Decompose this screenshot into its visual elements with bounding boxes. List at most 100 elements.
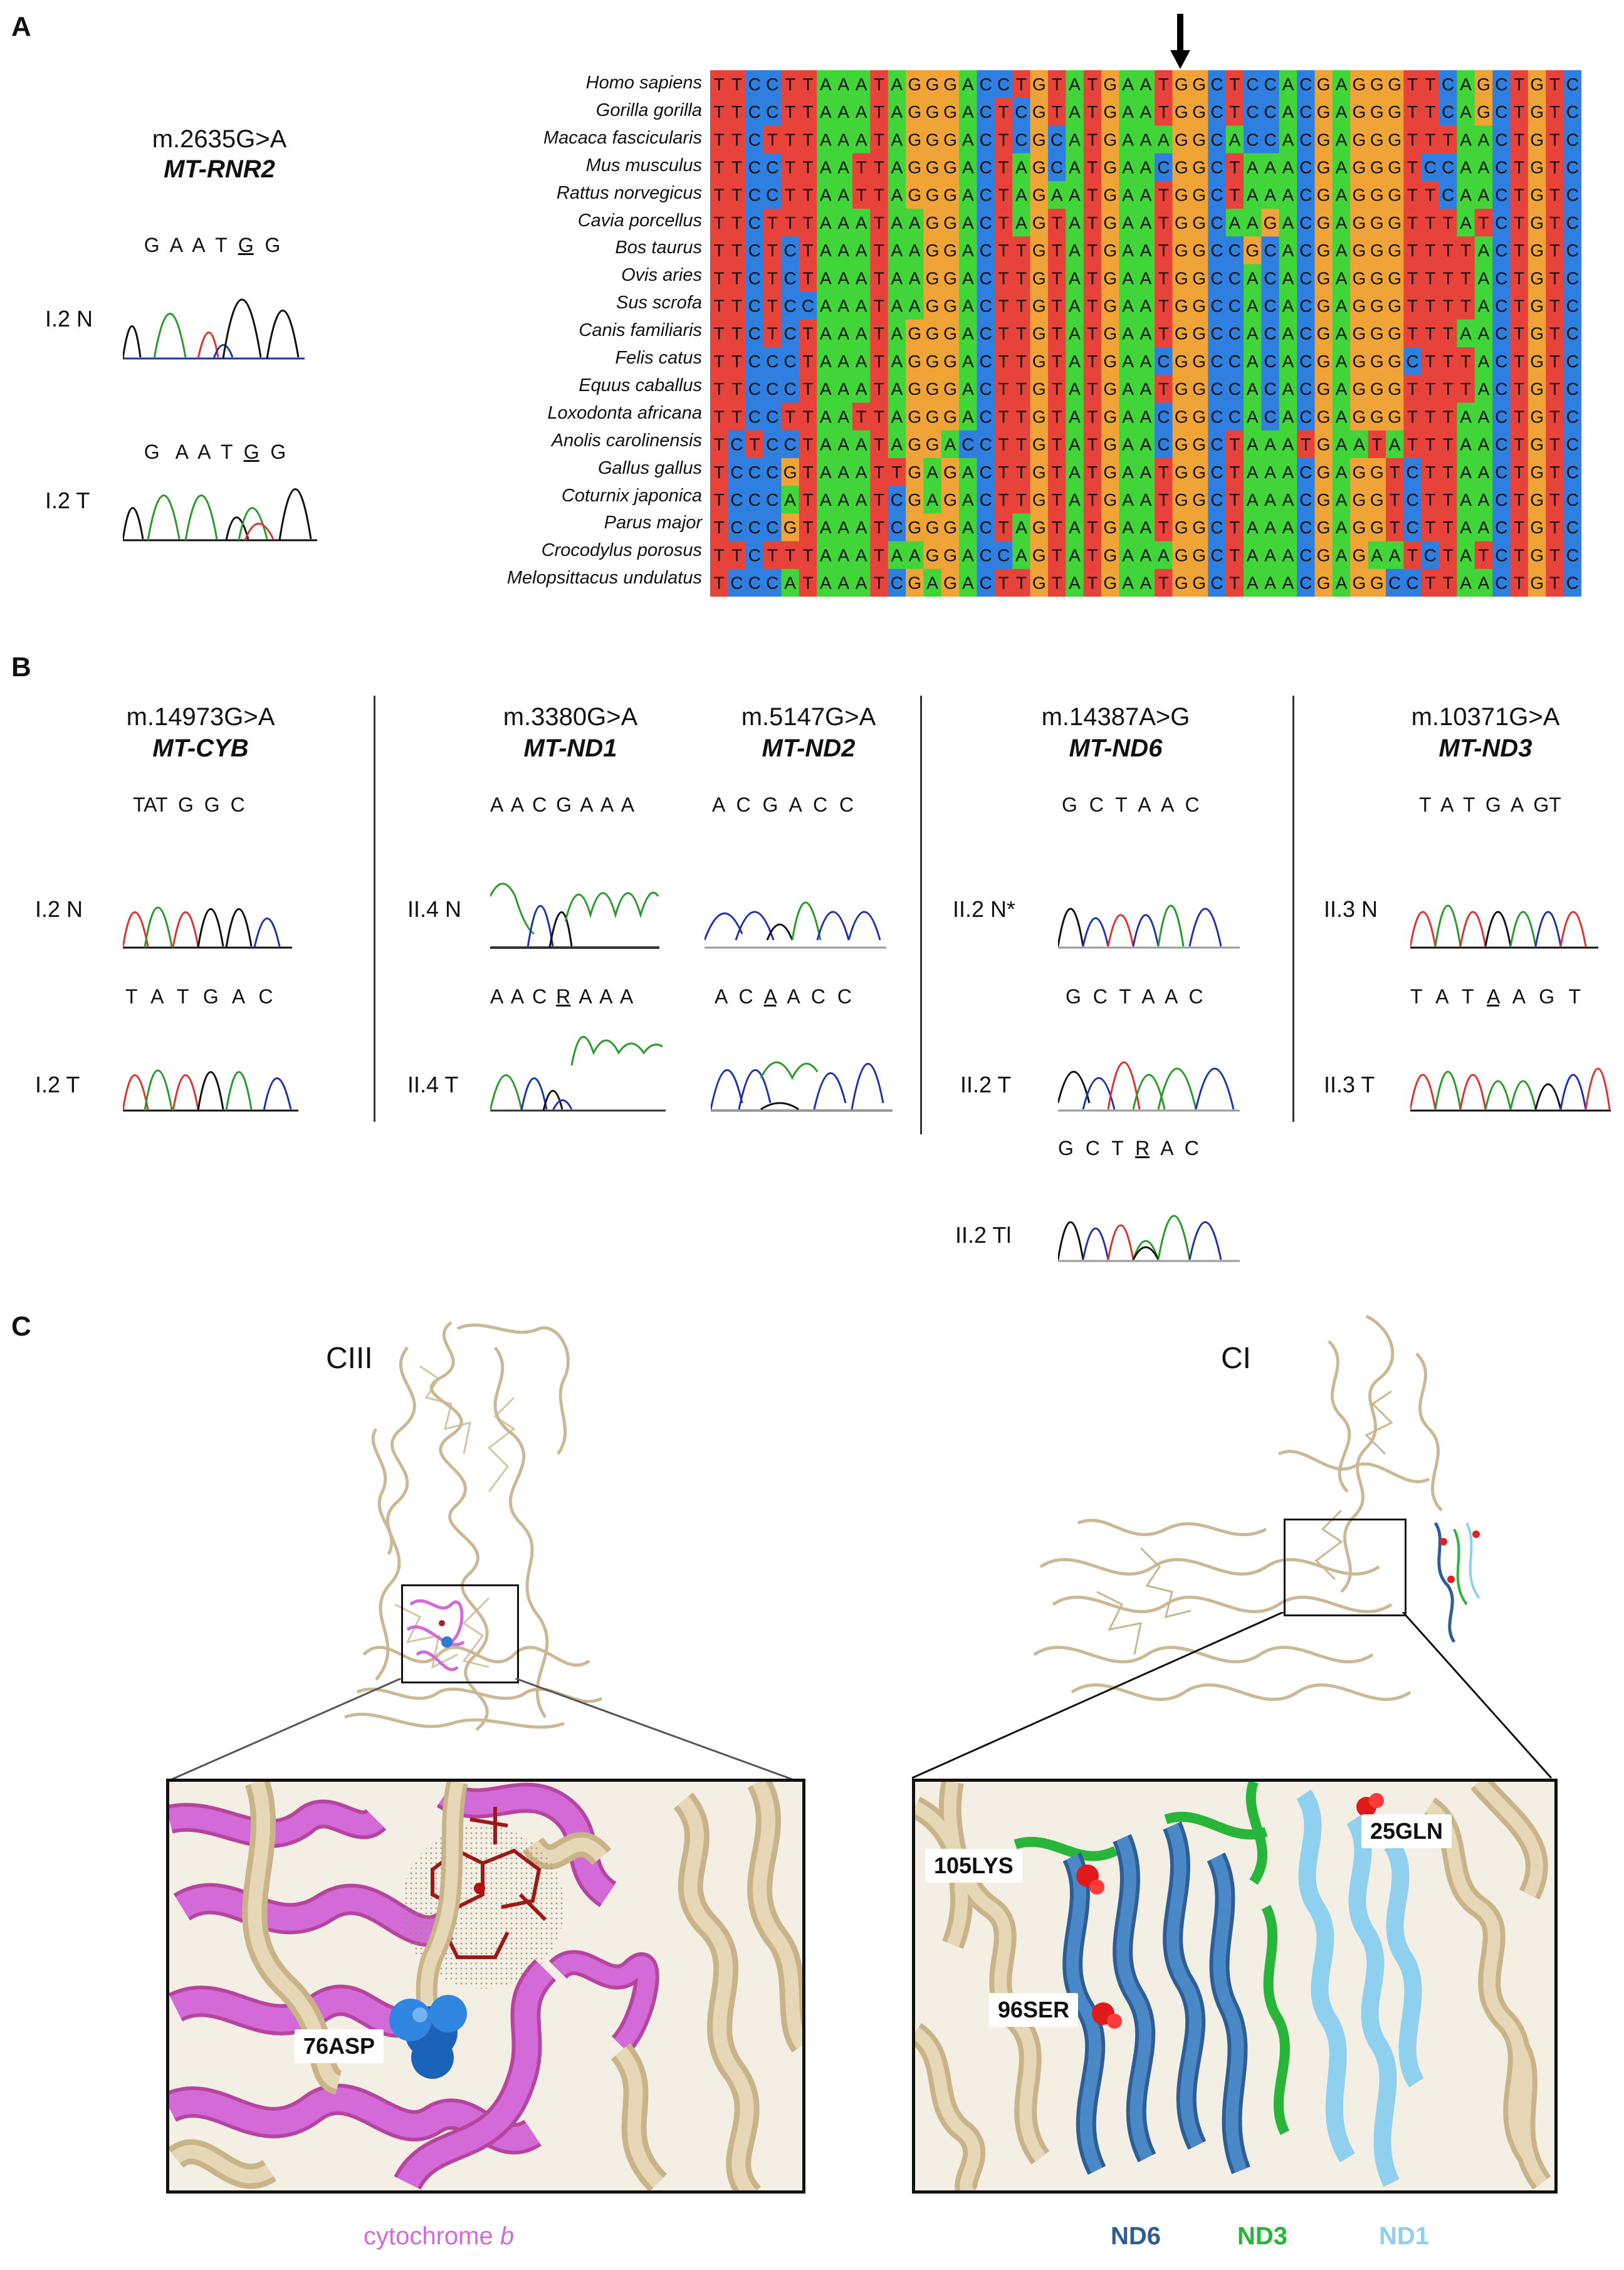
alignment-cell — [817, 153, 836, 182]
alignment-base: T — [1087, 573, 1098, 593]
alignment-cell — [870, 236, 889, 265]
alignment-cell — [1261, 70, 1280, 98]
alignment-cell — [1083, 153, 1102, 182]
alignment-cell — [906, 236, 925, 265]
alignment-cell — [710, 236, 728, 265]
alignment-base: T — [802, 75, 813, 94]
alignment-base: T — [714, 157, 725, 177]
alignment-base: T — [1425, 518, 1435, 537]
alignment-base: T — [874, 102, 884, 122]
alignment-cell — [1332, 209, 1351, 237]
alignment-base: C — [748, 463, 761, 482]
alignment-base: A — [1478, 130, 1490, 149]
alignment-cell — [1546, 180, 1564, 209]
alignment-cell — [1101, 125, 1120, 154]
alignment-base: C — [730, 573, 743, 593]
alignment-base: A — [837, 490, 849, 510]
alignment-cell — [1083, 70, 1102, 98]
alignment-base: A — [1336, 102, 1348, 122]
alignment-base: A — [1069, 435, 1081, 454]
alignment-cell — [1332, 153, 1351, 182]
alignment-base: A — [1122, 352, 1134, 371]
alignment-cell — [1474, 98, 1493, 127]
alignment-base: T — [802, 324, 813, 343]
alignment-cell — [1047, 209, 1066, 237]
alignment-cell — [1208, 236, 1227, 265]
alignment-base: A — [820, 352, 832, 371]
alignment-base: C — [997, 545, 1010, 565]
alignment-base: G — [908, 75, 921, 94]
alignment-base: A — [962, 463, 974, 482]
alignment-base: G — [1530, 213, 1544, 233]
alignment-cell — [959, 180, 978, 209]
alignment-base: C — [980, 573, 992, 593]
alignment-base: G — [1388, 324, 1401, 343]
alignment-base: A — [1069, 463, 1081, 482]
alignment-base: T — [802, 435, 813, 454]
alignment-cell — [1225, 209, 1244, 237]
alignment-base: T — [731, 130, 742, 149]
sample-label-nd6-tl: II.2 Tl — [955, 1222, 1012, 1248]
alignment-cell — [1385, 153, 1404, 182]
sequence-tl-nd6: G C T R A C — [1058, 1137, 1199, 1159]
alignment-base: A — [891, 545, 903, 565]
alignment-base: C — [1495, 268, 1507, 288]
alignment-base: A — [962, 75, 974, 94]
alignment-base: G — [926, 518, 940, 537]
alignment-base: T — [731, 75, 742, 94]
chromatogram-nd2-n — [705, 901, 886, 949]
alignment-base: G — [1388, 296, 1401, 316]
alignment-base: T — [998, 130, 1009, 149]
alignment-base: T — [1158, 102, 1169, 122]
alignment-base: A — [1336, 490, 1348, 510]
alignment-base: A — [891, 379, 903, 399]
alignment-base: T — [802, 157, 813, 177]
alignment-base: C — [1495, 213, 1507, 233]
alignment-base: C — [997, 75, 1010, 94]
alignment-base: T — [1407, 268, 1418, 288]
alignment-cell — [1563, 125, 1582, 154]
alignment-base: G — [1032, 352, 1046, 371]
alignment-base: A — [1336, 407, 1348, 426]
alignment-base: G — [1317, 490, 1331, 510]
alignment-base: T — [714, 241, 725, 260]
alignment-base: T — [1549, 518, 1560, 537]
alignment-base: A — [1069, 379, 1081, 399]
alignment-base: A — [1282, 75, 1294, 94]
alignment-base: A — [837, 379, 849, 399]
alignment-cell — [923, 209, 942, 237]
alignment-base: A — [1140, 518, 1152, 537]
species-label: Anolis carolinensis — [551, 430, 702, 451]
alignment-cell — [923, 264, 942, 293]
alignment-base: C — [1210, 241, 1223, 260]
alignment-cell — [941, 264, 960, 293]
alignment-base: T — [1425, 435, 1435, 454]
alignment-base: G — [1175, 241, 1188, 260]
alignment-base: G — [943, 490, 957, 510]
alignment-base: T — [1514, 130, 1524, 149]
alignment-base: C — [1228, 268, 1241, 288]
alignment-base: A — [837, 157, 849, 177]
alignment-base: T — [874, 213, 884, 233]
alignment-base: C — [1495, 157, 1507, 177]
alignment-cell — [870, 180, 889, 209]
alignment-cell — [1136, 236, 1155, 265]
alignment-base: C — [1566, 268, 1579, 288]
alignment-base: G — [943, 545, 957, 565]
alignment-base: C — [1210, 186, 1223, 205]
alignment-cell — [1261, 264, 1280, 293]
alignment-base: T — [856, 407, 867, 426]
alignment-base: T — [998, 435, 1009, 454]
alignment-base: C — [980, 324, 992, 343]
alignment-base: A — [891, 213, 903, 233]
alignment-base: C — [1495, 352, 1507, 371]
alignment-cell — [888, 98, 906, 127]
alignment-cell — [1492, 153, 1511, 182]
chromatogram-cyb-n — [123, 906, 292, 949]
alignment-base: G — [1175, 157, 1188, 177]
alignment-base: C — [1228, 352, 1241, 371]
alignment-base: G — [1353, 573, 1366, 593]
alignment-base: A — [962, 186, 974, 205]
mutation-label-nd2: m.5147G>A — [741, 703, 876, 731]
alignment-cell — [1527, 70, 1546, 98]
